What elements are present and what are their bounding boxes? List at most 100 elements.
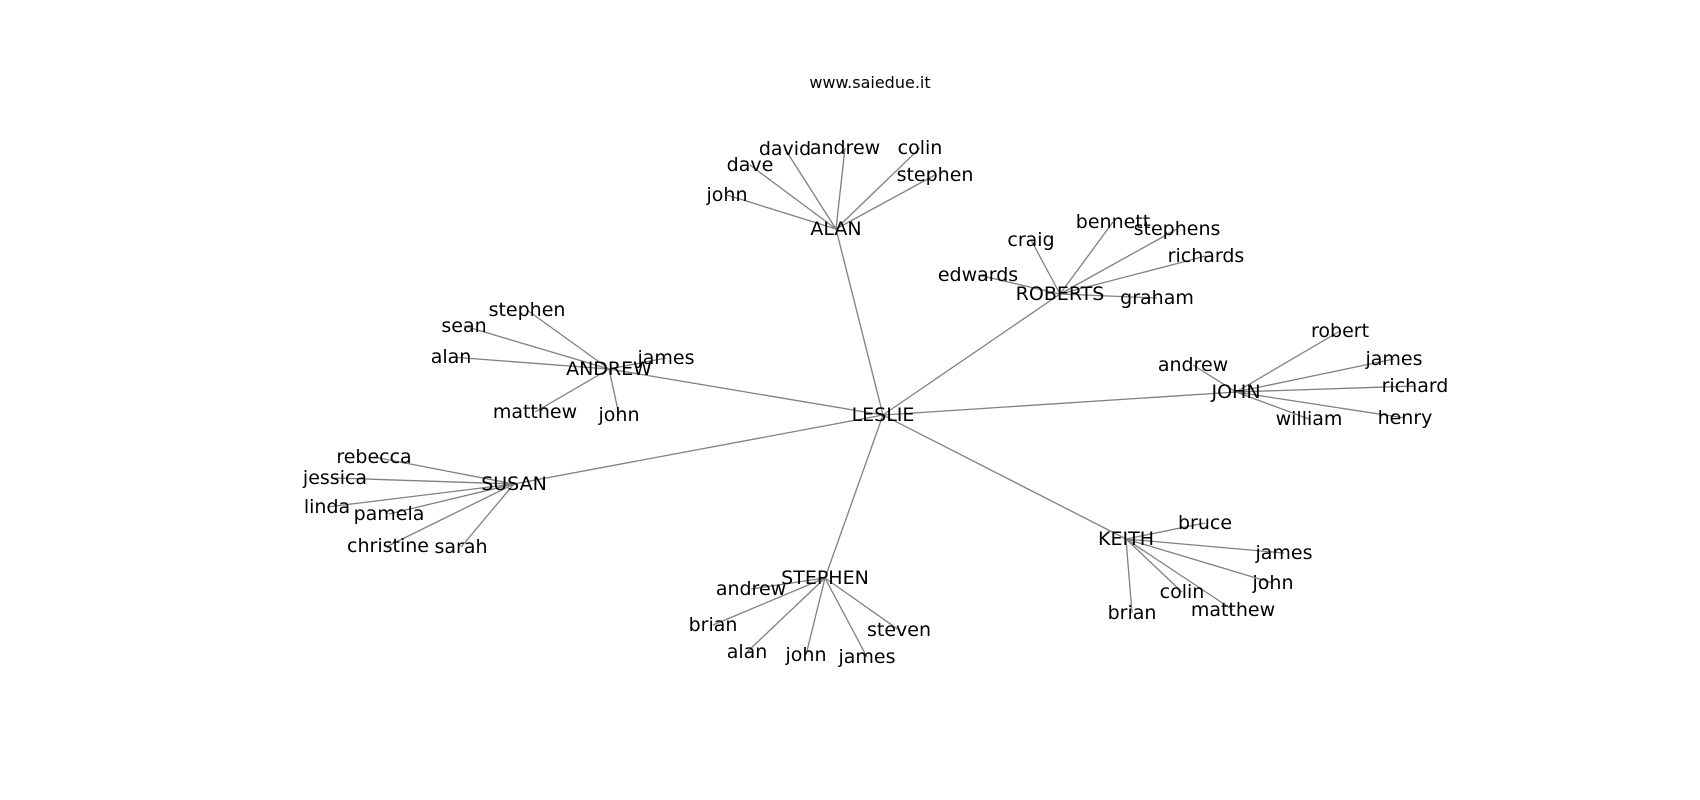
node-leaf-andrew-alan: alan xyxy=(431,346,472,368)
edge-keith-bruce xyxy=(1125,522,1206,540)
node-leaf-susan-pamela: pamela xyxy=(354,503,425,525)
node-leaf-roberts-craig: craig xyxy=(1007,229,1054,251)
edge-root-roberts xyxy=(882,293,1061,416)
node-leaf-andrew-stephen: stephen xyxy=(489,299,566,321)
edge-roberts-edwards xyxy=(977,274,1061,295)
edge-keith-matthew xyxy=(1125,538,1234,611)
node-leaf-roberts-edwards: edwards xyxy=(938,264,1018,286)
node-leaf-andrew-james: james xyxy=(636,347,694,369)
node-leaf-john-henry: henry xyxy=(1378,407,1433,429)
edge-keith-john xyxy=(1125,538,1274,584)
node-leaf-alan-dave: dave xyxy=(727,154,774,176)
edge-stephen-andrew xyxy=(750,577,826,590)
node-leaf-stephen-alan: alan xyxy=(727,641,768,663)
node-leaf-roberts-richards: richards xyxy=(1168,245,1245,267)
node-leaf-alan-john: john xyxy=(706,184,748,206)
edge-keith-brian xyxy=(1125,538,1133,614)
edge-alan-andrew xyxy=(835,147,846,230)
edge-roberts-graham xyxy=(1059,293,1158,299)
node-hub-susan: SUSAN xyxy=(481,473,547,495)
node-hub-roberts: ROBERTS xyxy=(1016,283,1105,305)
edge-root-keith xyxy=(882,414,1127,540)
node-leaf-keith-bruce: bruce xyxy=(1178,512,1232,534)
node-leaf-alan-stephen: stephen xyxy=(897,164,974,186)
node-leaf-stephen-andrew: andrew xyxy=(716,578,786,600)
edge-root-alan xyxy=(835,228,884,416)
edge-roberts-craig xyxy=(1030,239,1061,295)
edge-john-william xyxy=(1235,391,1310,420)
node-leaf-susan-rebecca: rebecca xyxy=(336,446,411,468)
edge-john-richard xyxy=(1235,385,1416,393)
node-leaf-susan-christine: christine xyxy=(347,535,429,557)
edge-susan-rebecca xyxy=(373,456,515,485)
edge-alan-colin xyxy=(835,147,921,230)
node-leaf-stephen-brian: brian xyxy=(689,614,738,636)
edge-john-henry xyxy=(1235,391,1406,419)
edge-alan-john xyxy=(726,194,837,230)
node-hub-stephen: STEPHEN xyxy=(781,567,869,589)
node-leaf-stephen-john: john xyxy=(785,644,827,666)
edge-roberts-bennett xyxy=(1059,221,1114,295)
edges-layer xyxy=(326,147,1416,658)
node-leaf-alan-andrew: andrew xyxy=(810,137,880,159)
node-leaf-keith-colin: colin xyxy=(1160,581,1205,603)
edge-susan-linda xyxy=(326,483,515,508)
edge-john-robert xyxy=(1235,330,1341,393)
edge-andrew-alan xyxy=(450,356,610,370)
edge-root-stephen xyxy=(824,414,884,579)
edge-john-andrew xyxy=(1192,364,1237,393)
edge-john-james xyxy=(1235,358,1395,393)
node-leaf-susan-jessica: jessica xyxy=(302,467,367,489)
node-leaf-susan-linda: linda xyxy=(304,496,350,518)
node-leaf-roberts-bennett: bennett xyxy=(1076,211,1150,233)
edge-roberts-richards xyxy=(1059,255,1207,295)
node-hub-john: JOHN xyxy=(1210,381,1260,403)
edge-susan-sarah xyxy=(460,483,515,548)
edge-stephen-brian xyxy=(712,577,826,626)
edge-root-andrew xyxy=(608,368,884,416)
node-leaf-john-robert: robert xyxy=(1311,320,1369,342)
edge-andrew-stephen xyxy=(526,309,610,370)
edge-roberts-stephens xyxy=(1059,228,1178,295)
edge-stephen-james xyxy=(824,577,868,658)
node-leaf-alan-colin: colin xyxy=(898,137,943,159)
edge-andrew-james xyxy=(608,357,667,370)
edge-keith-james xyxy=(1125,538,1285,554)
edge-stephen-john xyxy=(805,577,826,656)
node-leaf-john-richard: richard xyxy=(1382,375,1449,397)
edge-root-john xyxy=(882,391,1237,416)
edge-alan-dave xyxy=(749,164,837,230)
node-leaf-keith-james: james xyxy=(1254,542,1312,564)
node-leaf-susan-sarah: sarah xyxy=(434,536,487,558)
node-hub-alan: ALAN xyxy=(810,218,861,240)
edge-susan-jessica xyxy=(334,477,515,485)
edge-susan-pamela xyxy=(388,483,515,515)
node-leaf-alan-david: david xyxy=(759,138,811,160)
edge-alan-david xyxy=(784,148,837,230)
node-leaf-stephen-steven: steven xyxy=(867,619,931,641)
edge-root-susan xyxy=(513,414,884,485)
edge-alan-stephen xyxy=(835,174,936,230)
edge-keith-colin xyxy=(1125,538,1183,593)
node-leaf-keith-brian: brian xyxy=(1108,602,1157,624)
node-leaf-andrew-matthew: matthew xyxy=(493,401,577,423)
node-leaf-roberts-stephens: stephens xyxy=(1134,218,1221,240)
node-leaf-keith-matthew: matthew xyxy=(1191,599,1275,621)
edge-andrew-john xyxy=(608,368,620,416)
edge-stephen-alan xyxy=(746,577,826,653)
node-leaf-andrew-sean: sean xyxy=(441,315,486,337)
node-leaf-john-william: william xyxy=(1276,408,1343,430)
node-leaf-john-andrew: andrew xyxy=(1158,354,1228,376)
node-hub-andrew: ANDREW xyxy=(566,358,652,380)
node-leaf-andrew-john: john xyxy=(598,404,640,426)
chart-title: www.saiedue.it xyxy=(809,73,930,92)
edge-susan-christine xyxy=(387,483,515,547)
node-leaf-john-james: james xyxy=(1364,348,1422,370)
node-hub-keith: KEITH xyxy=(1098,528,1154,550)
edge-andrew-matthew xyxy=(534,368,610,413)
edge-andrew-sean xyxy=(463,325,610,370)
edge-stephen-steven xyxy=(824,577,900,631)
node-leaf-roberts-graham: graham xyxy=(1120,287,1194,309)
